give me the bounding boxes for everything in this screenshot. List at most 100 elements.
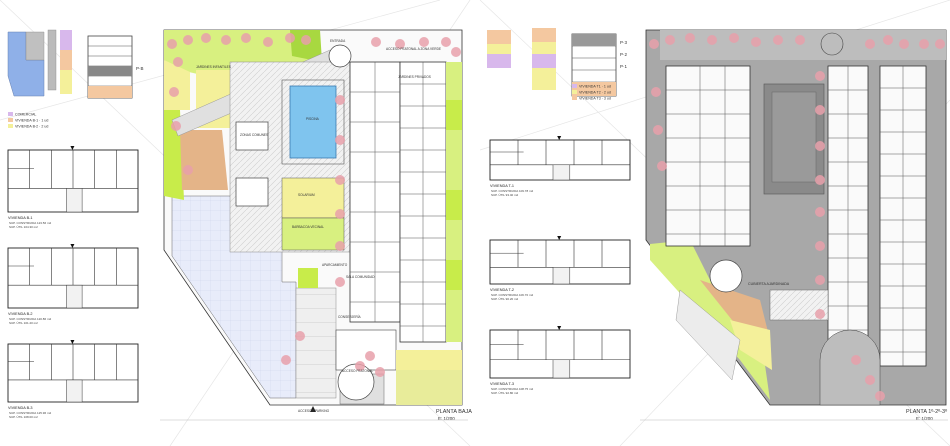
unit-sup-construida: SUP. CONSTRUIDA 123.56 m2 [9, 221, 51, 225]
tree-icon [653, 125, 663, 135]
plan-label: ZONAS COMUNES [240, 133, 268, 137]
legend-left-label: VIVIENDA B-2 · 2 ud [15, 125, 48, 129]
tree-icon [183, 35, 193, 45]
unit-sup-util: SUP. ÚTIL 90.20 m2 [491, 296, 519, 301]
section-diagram-left: P·B [87, 35, 144, 99]
tree-icon [263, 37, 273, 47]
plan-label: ACCESO PEATONAL [342, 369, 373, 373]
unit-sup-construida: SUP. CONSTRUIDA 106.70 m2 [491, 293, 533, 297]
tree-icon [815, 275, 825, 285]
tree-icon [241, 33, 251, 43]
legend-left-label: COMERCIAL [15, 113, 36, 117]
tree-icon [441, 37, 451, 47]
plan-label: JARDINES PRIVADOS [398, 75, 431, 79]
plan-label: ACCESO PEATONAL A ZONA VERDE [386, 47, 441, 51]
tree-icon [395, 39, 405, 49]
unit-title: VIVIENDA B-1 [8, 216, 32, 220]
unit-title: VIVIENDA T-1 [490, 184, 514, 188]
tree-icon [657, 161, 667, 171]
tree-icon [375, 367, 385, 377]
tree-icon [355, 361, 365, 371]
unit-sup-util: SUP. ÚTIL 104.30 m2 [9, 224, 38, 229]
legend-right-label: VIVIENDA T3 · 3 ud [579, 97, 611, 101]
tree-icon [285, 33, 295, 43]
tree-icon [169, 87, 179, 97]
site-plan-upper [645, 29, 947, 406]
section-mark-2: P·2 [620, 52, 628, 57]
tree-icon [815, 105, 825, 115]
tree-icon [335, 241, 345, 251]
tree-icon [335, 95, 345, 105]
plan-scale-left: E: 1/200 [438, 416, 455, 421]
plan-label: SOLARIUM [298, 193, 315, 197]
legend-right-swatch [572, 84, 577, 88]
trees-right [649, 33, 945, 401]
tree-icon [301, 35, 311, 45]
unit-title: VIVIENDA B-2 [8, 312, 32, 316]
unit-sup-construida: SUP. CONSTRUIDA 109.78 m2 [491, 189, 533, 193]
plan-label: SALA COMUNIDAD [346, 275, 375, 279]
section-mark-1: P·1 [620, 64, 628, 69]
plan-title-right: PLANTA 1º-2º-3º [906, 408, 947, 415]
tree-icon [335, 209, 345, 219]
unit-sup-util: SUP. ÚTIL 93.40 m2 [491, 192, 519, 197]
unit-title: VIVIENDA T-3 [490, 382, 514, 386]
plan-label: BARBACOA VECINAL [292, 225, 324, 229]
tree-icon [651, 87, 661, 97]
tree-icon [851, 355, 861, 365]
plan-label: APARCAMIENTO [322, 263, 348, 267]
tree-icon [335, 277, 345, 287]
tree-icon [201, 33, 211, 43]
tree-icon [295, 331, 305, 341]
tree-icon [919, 39, 929, 49]
tree-icon [815, 207, 825, 217]
legend-right: VIVIENDA T1 · 1 ud VIVIENDA T2 · 2 ud VIVI… [572, 84, 611, 101]
plan-scale-right: E: 1/200 [916, 416, 933, 421]
tree-icon [365, 351, 375, 361]
unit-sup-construida: SUP. CONSTRUIDA 108.75 m2 [491, 387, 533, 391]
section-mark: P·B [136, 66, 144, 71]
tree-icon [173, 57, 183, 67]
legend-left-swatch [8, 112, 13, 116]
section-diagram-right: P·3 P·2 P·1 [571, 33, 628, 97]
unit-sup-util: SUP. ÚTIL 108.00 m2 [9, 414, 38, 419]
legend-right-label: VIVIENDA T2 · 2 ud [579, 91, 611, 95]
tree-icon [281, 355, 291, 365]
unit-sup-construida: SUP. CONSTRUIDA 125.96 m2 [9, 411, 51, 415]
tree-icon [865, 375, 875, 385]
legend-left-label: VIVIENDA B-1 · 1 ud [15, 119, 48, 123]
tree-icon [707, 35, 717, 45]
section-mark-3: P·3 [620, 40, 628, 45]
tree-icon [773, 35, 783, 45]
tree-icon [875, 391, 885, 401]
tree-icon [935, 39, 945, 49]
site-plan-ground [163, 29, 463, 412]
legend-left-swatch [8, 118, 13, 122]
plan-label: PISCINA [306, 117, 320, 121]
tree-icon [371, 37, 381, 47]
tree-icon [685, 33, 695, 43]
tree-icon [335, 175, 345, 185]
unit-sup-util: SUP. ÚTIL 101.20 m2 [9, 320, 38, 325]
tree-icon [221, 35, 231, 45]
tree-icon [815, 71, 825, 81]
trees-left [167, 33, 461, 377]
unit-sup-construida: SUP. CONSTRUIDA 120.86 m2 [9, 317, 51, 321]
tree-icon [183, 165, 193, 175]
tree-icon [815, 309, 825, 319]
legend-right-label: VIVIENDA T1 · 1 ud [579, 85, 611, 89]
tree-icon [419, 37, 429, 47]
unit-sup-util: SUP. ÚTIL 92.80 m2 [491, 390, 519, 395]
tree-icon [815, 141, 825, 151]
unit-title: VIVIENDA B-3 [8, 406, 32, 410]
legend-right-swatch [572, 96, 577, 100]
